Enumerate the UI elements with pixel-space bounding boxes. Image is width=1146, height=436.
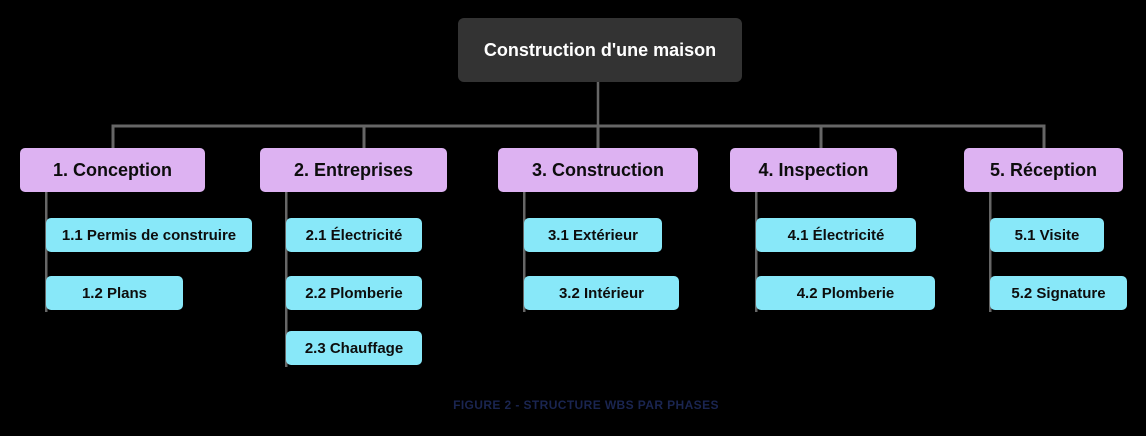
task-node: 2.1 Électricité bbox=[286, 218, 422, 252]
root-node: Construction d'une maison bbox=[458, 18, 742, 82]
task-node: 4.1 Électricité bbox=[756, 218, 916, 252]
task-node: 3.2 Intérieur bbox=[524, 276, 679, 310]
phase-node: 4. Inspection bbox=[730, 148, 897, 192]
task-node: 1.2 Plans bbox=[46, 276, 183, 310]
task-node: 4.2 Plomberie bbox=[756, 276, 935, 310]
phase-node: 5. Réception bbox=[964, 148, 1123, 192]
figure-caption: FIGURE 2 - STRUCTURE WBS PAR PHASES bbox=[453, 398, 719, 412]
phase-node: 3. Construction bbox=[498, 148, 698, 192]
task-node: 3.1 Extérieur bbox=[524, 218, 662, 252]
task-node: 2.3 Chauffage bbox=[286, 331, 422, 365]
phase-node: 2. Entreprises bbox=[260, 148, 447, 192]
task-node: 5.1 Visite bbox=[990, 218, 1104, 252]
task-node: 2.2 Plomberie bbox=[286, 276, 422, 310]
phase-node: 1. Conception bbox=[20, 148, 205, 192]
task-node: 1.1 Permis de construire bbox=[46, 218, 252, 252]
task-node: 5.2 Signature bbox=[990, 276, 1127, 310]
